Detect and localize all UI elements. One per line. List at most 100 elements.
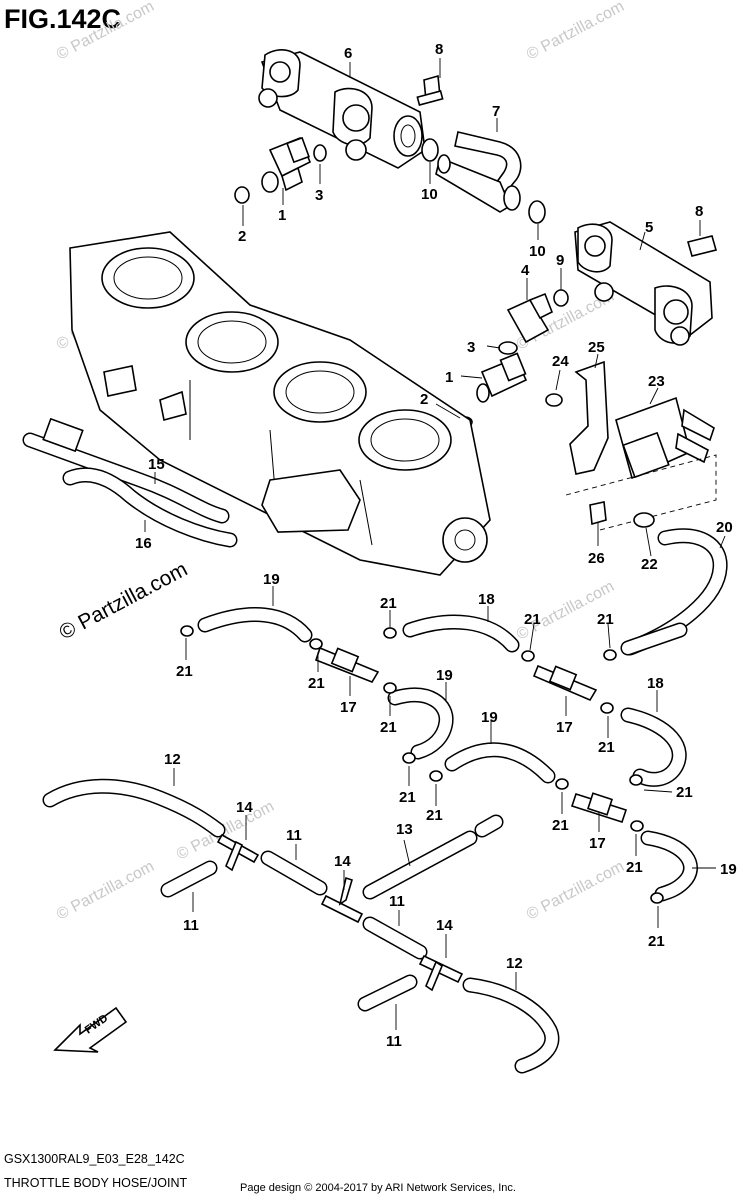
solenoid-valve-23 — [615, 396, 715, 480]
o-ring-10-lower — [528, 200, 546, 224]
callout-21: 21 — [597, 611, 614, 628]
clamp-22 — [633, 512, 655, 528]
hose-11-a — [260, 850, 328, 896]
throttle-body-assembly — [69, 231, 491, 576]
callout-2: 2 — [420, 391, 428, 408]
joint-pipe-7 — [435, 131, 522, 213]
o-ring-2-upper — [234, 186, 250, 204]
callout-11: 11 — [389, 893, 405, 910]
injector-1-lower — [476, 352, 528, 403]
callout-19: 19 — [436, 667, 453, 684]
hose-19-right — [640, 830, 698, 902]
callout-13: 13 — [396, 821, 413, 838]
callout-21: 21 — [399, 789, 416, 806]
watermark-text: © Partzilla.com — [524, 858, 627, 924]
hose-12-left — [42, 778, 226, 838]
callout-11: 11 — [386, 1033, 402, 1050]
t-joint-14-center — [320, 876, 364, 924]
callout-3: 3 — [315, 187, 323, 204]
callout-18: 18 — [647, 675, 664, 692]
callout-10: 10 — [529, 243, 546, 260]
callout-6: 6 — [344, 45, 352, 62]
callout-21: 21 — [308, 675, 325, 692]
callout-1: 1 — [445, 369, 453, 386]
watermark-text: © Partzilla.com — [54, 0, 157, 64]
callout-21: 21 — [552, 817, 569, 834]
copyright-notice: Page design © 2004-2017 by ARI Network S… — [240, 1182, 516, 1194]
section-name: THROTTLE BODY HOSE/JOINT — [4, 1176, 188, 1190]
callout-9: 9 — [556, 252, 564, 269]
callout-20: 20 — [716, 519, 733, 536]
callout-10: 10 — [421, 186, 438, 203]
callout-22: 22 — [641, 556, 658, 573]
hose-15 — [22, 432, 230, 524]
callout-21: 21 — [380, 719, 397, 736]
callout-1: 1 — [278, 207, 286, 224]
callout-15: 15 — [148, 456, 165, 473]
callout-18: 18 — [478, 591, 495, 608]
hose-11-d — [357, 974, 418, 1012]
pipe-13 — [362, 814, 504, 900]
callout-23: 23 — [648, 373, 665, 390]
callout-17: 17 — [556, 719, 573, 736]
watermark-text: © Partzilla.com — [524, 0, 627, 64]
callout-11: 11 — [286, 827, 302, 844]
callout-19: 19 — [481, 709, 498, 726]
callout-8: 8 — [695, 203, 703, 220]
t-joint-14-right — [418, 954, 464, 992]
callout-19: 19 — [720, 861, 737, 878]
callout-17: 17 — [340, 699, 357, 716]
nut-24 — [545, 393, 563, 407]
leader-lines — [144, 58, 726, 1030]
o-ring-10-upper — [421, 138, 439, 162]
figure-title: FIG.142C — [4, 4, 122, 34]
callout-5: 5 — [645, 219, 653, 236]
callout-2: 2 — [238, 228, 246, 245]
bolt-8-lower — [687, 235, 717, 257]
t-joint-17-upper — [315, 646, 380, 683]
callout-21: 21 — [380, 595, 397, 612]
hose-18-upper — [402, 614, 520, 653]
hose-18-lower — [620, 707, 687, 787]
screw-26 — [589, 501, 607, 526]
watermark-main: © Partzilla.com — [56, 558, 192, 645]
callout-21: 21 — [676, 784, 693, 801]
callout-21: 21 — [176, 663, 193, 680]
callout-4: 4 — [521, 262, 530, 279]
fuel-rail-lower — [574, 221, 713, 346]
hose-12-right — [462, 977, 560, 1074]
elbow-joint-4 — [506, 292, 554, 344]
hose-19-short — [387, 687, 454, 760]
callout-25: 25 — [588, 339, 605, 356]
callout-21: 21 — [648, 933, 665, 950]
watermark-text: © Partzilla.com — [54, 858, 157, 924]
t-joint-14-left — [216, 833, 260, 872]
fuel-rail-upper — [258, 49, 426, 169]
callout-11: 11 — [183, 917, 199, 934]
hose-19-upper — [197, 607, 313, 643]
bracket-25 — [569, 360, 609, 475]
t-joint-17-middle — [532, 664, 598, 702]
callout-21: 21 — [598, 739, 615, 756]
callout-8: 8 — [435, 41, 443, 58]
hose-11-b — [160, 860, 218, 898]
callout-7: 7 — [492, 103, 500, 120]
callout-21: 21 — [426, 807, 443, 824]
hose-15-cover — [42, 417, 84, 453]
callout-24: 24 — [552, 353, 569, 370]
callout-14: 14 — [236, 799, 253, 816]
callout-17: 17 — [589, 835, 606, 852]
callout-labels: 6 8 7 1 2 3 10 10 5 8 4 9 3 1 2 24 25 23… — [135, 41, 737, 1050]
model-code: GSX1300RAL9_E03_E28_142C — [4, 1152, 185, 1166]
o-ring-9 — [553, 289, 569, 307]
injector-1-upper — [261, 136, 312, 193]
fwd-arrow: FWD — [53, 1006, 128, 1053]
callout-26: 26 — [588, 550, 605, 567]
callout-14: 14 — [436, 917, 453, 934]
callout-14: 14 — [334, 853, 351, 870]
callout-19: 19 — [263, 571, 280, 588]
o-ring-3-lower — [498, 341, 518, 355]
hose-16 — [62, 467, 238, 548]
callout-3: 3 — [467, 339, 475, 356]
